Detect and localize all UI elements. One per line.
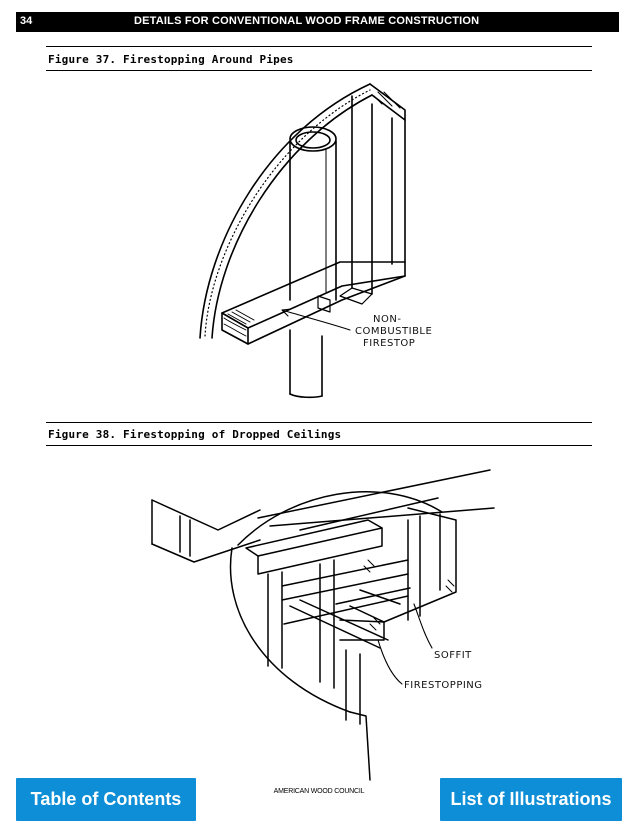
- label-combustible: COMBUSTIBLE: [355, 326, 432, 337]
- label-non: NON-: [373, 314, 401, 325]
- caption-rule-top-fig37: [46, 46, 592, 47]
- page-number: 34: [20, 15, 33, 27]
- label-firestopping: FIRESTOPPING: [404, 680, 483, 691]
- publisher-footer: AMERICAN WOOD COUNCIL: [273, 788, 365, 795]
- caption-rule-bottom-fig38: [46, 445, 592, 446]
- caption-rule-bottom-fig37: [46, 70, 592, 71]
- label-firestop: FIRESTOP: [363, 338, 415, 349]
- list-of-illustrations-button[interactable]: List of Illustrations: [440, 778, 622, 821]
- running-header-bar: 34 DETAILS FOR CONVENTIONAL WOOD FRAME C…: [16, 12, 619, 32]
- caption-rule-top-fig38: [46, 422, 592, 423]
- running-head-title: DETAILS FOR CONVENTIONAL WOOD FRAME CONS…: [134, 15, 480, 27]
- table-of-contents-button[interactable]: Table of Contents: [16, 778, 196, 821]
- label-soffit: SOFFIT: [434, 650, 472, 661]
- figure-38-caption: Figure 38. Firestopping of Dropped Ceili…: [48, 428, 342, 441]
- figure-37-caption: Figure 37. Firestopping Around Pipes: [48, 53, 294, 66]
